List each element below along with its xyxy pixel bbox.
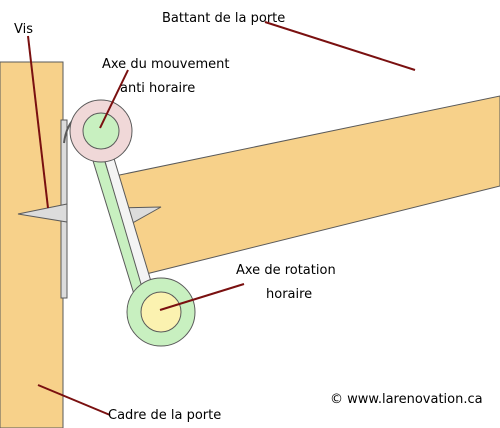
leader-cadre — [37, 384, 111, 416]
label-vis: Vis — [14, 22, 33, 37]
door-frame — [0, 61, 64, 428]
bottom-pivot-inner — [140, 291, 182, 333]
door-leaf — [104, 95, 500, 276]
label-axe-rotation-2: horaire — [266, 287, 312, 302]
leader-battant — [264, 21, 416, 71]
leader-axe-rotation — [159, 283, 245, 311]
leader-axe-mouvement — [99, 69, 129, 129]
top-pivot-inner — [82, 112, 120, 150]
label-battant: Battant de la porte — [162, 11, 285, 26]
label-cadre: Cadre de la porte — [108, 408, 221, 423]
copyright-credit: © www.larenovation.ca — [330, 392, 483, 407]
leader-vis — [27, 35, 49, 209]
label-axe-mouvement-1: Axe du mouvement — [102, 57, 230, 72]
frame-screw — [17, 203, 68, 223]
label-axe-rotation-1: Axe de rotation — [236, 263, 336, 278]
label-axe-mouvement-2: anti horaire — [120, 81, 195, 96]
